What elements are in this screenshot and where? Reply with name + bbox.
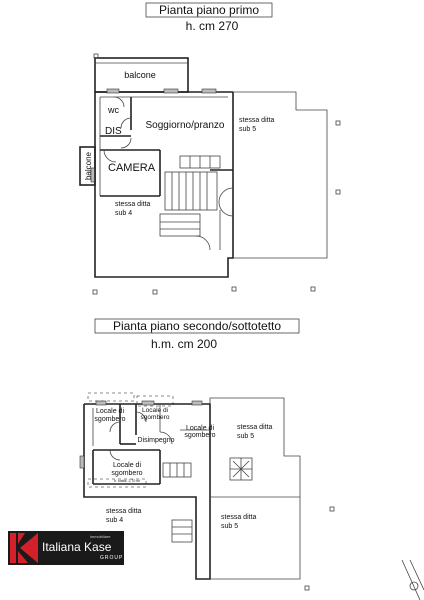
italiana-kase-logo: immobiliare Italiana Kase GROUP xyxy=(8,531,124,565)
logo-brand-text: Italiana Kase xyxy=(42,540,112,554)
floor1-plan xyxy=(79,53,341,295)
label-sub4-f2: sub 4 xyxy=(106,517,123,524)
label-locale-3a: Locale di xyxy=(186,425,214,432)
label-camera: CAMERA xyxy=(108,162,156,174)
label-stessa-ditta-sub4: stessa ditta xyxy=(106,508,142,515)
label-small-note: h. sottot. 2,70 ml xyxy=(114,479,140,483)
north-arrow-mark xyxy=(401,559,424,600)
label-locale-4b: sgombero xyxy=(111,470,142,477)
logo-small-line: immobiliare xyxy=(90,534,111,539)
label-sub5a: sub 5 xyxy=(237,433,254,440)
label-locale-1b: sgombero xyxy=(94,416,125,423)
label-balcone-side: balcone xyxy=(84,151,93,180)
label-stessa-ditta-sub5b: stessa ditta xyxy=(221,514,257,521)
label-wc: wc xyxy=(107,105,119,115)
label-stessa-ditta-sub5: stessa ditta xyxy=(239,117,275,124)
label-stessa-ditta-sub5a: stessa ditta xyxy=(237,424,273,431)
floor1-labels: balcone wc DIS Soggiorno/pranzo CAMERA b… xyxy=(84,70,275,217)
label-locale-3b: sgombero xyxy=(184,432,215,439)
label-stessa-ditta-sub4: stessa ditta xyxy=(115,201,151,208)
label-balcone-top: balcone xyxy=(124,70,156,80)
label-locale-4a: Locale di xyxy=(113,462,141,469)
logo-mark-icon xyxy=(8,531,124,565)
label-dis: DIS xyxy=(105,126,122,137)
label-soggiorno: Soggiorno/pranzo xyxy=(146,120,225,131)
logo-tagline: GROUP xyxy=(100,555,124,561)
label-locale-1a: Locale di xyxy=(96,408,124,415)
label-sub5b: sub 5 xyxy=(221,523,238,530)
label-sub5: sub 5 xyxy=(239,126,256,133)
label-locale-2b: sgombero xyxy=(141,414,170,421)
floor2-title: Pianta piano secondo/sottotetto xyxy=(113,319,281,333)
label-disimpegno: Disimpegno xyxy=(138,437,175,444)
floor2-title-block: Pianta piano secondo/sottotetto h.m. cm … xyxy=(94,318,300,351)
floor1-title-block: Pianta piano primo h. cm 270 xyxy=(145,2,273,33)
label-locale-2a: Locale di xyxy=(142,407,168,414)
floor2-labels: Locale di sgombero Locale di sgombero Lo… xyxy=(94,407,272,530)
floor1-height: h. cm 270 xyxy=(186,19,239,33)
floor2-height: h.m. cm 200 xyxy=(151,337,217,351)
label-sub4: sub 4 xyxy=(115,210,132,217)
floor1-title: Pianta piano primo xyxy=(159,3,259,17)
